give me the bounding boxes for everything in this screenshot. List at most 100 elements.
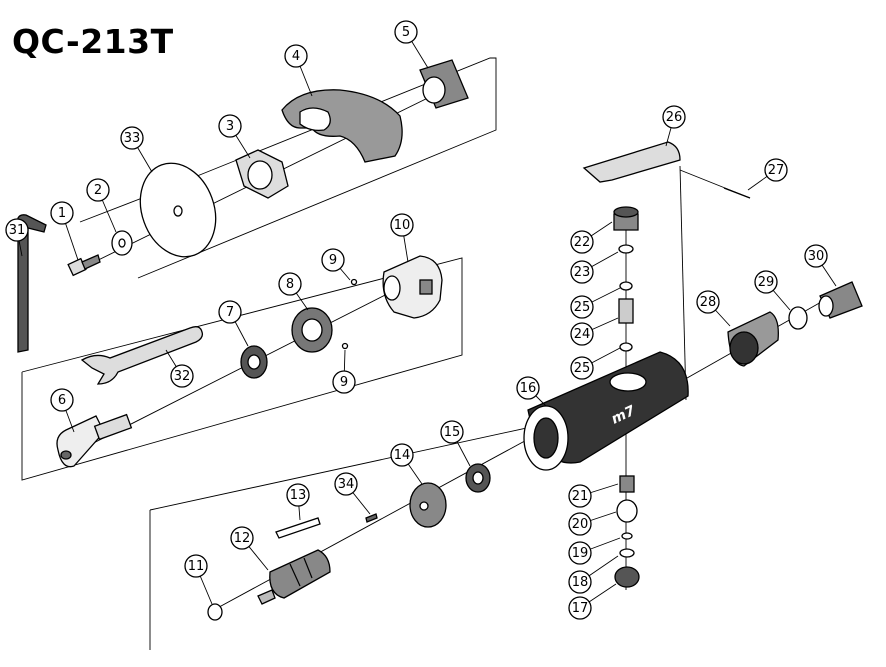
sleeve-part: [382, 255, 443, 319]
callout-20: 20: [568, 511, 617, 536]
callout-label: 9: [329, 253, 337, 268]
callout-label: 26: [666, 110, 683, 125]
callout-circle: [170, 364, 194, 388]
callout-34: 34: [334, 472, 371, 515]
callout-1: 1: [50, 201, 79, 261]
air-inlet-part: [818, 281, 863, 319]
callout-13: 13: [286, 483, 310, 521]
callout-label: 16: [520, 381, 537, 396]
callout-circle: [218, 114, 242, 138]
threaded-collar-part: [419, 59, 469, 109]
callout-8: 8: [278, 272, 309, 311]
callout-5: 5: [394, 20, 429, 69]
callout-circle: [390, 213, 414, 237]
callout-7: 7: [218, 300, 249, 347]
callout-circle: [184, 554, 208, 578]
callout-17: 17: [568, 583, 617, 620]
callout-label: 8: [286, 277, 294, 292]
callout-circle: [50, 388, 74, 412]
hex-nut-part: [235, 149, 289, 199]
callout-circle: [570, 322, 594, 346]
callout-circle: [570, 260, 594, 284]
callout-12: 12: [230, 526, 269, 571]
callout-label: 30: [808, 249, 825, 264]
callout-10: 10: [390, 213, 414, 263]
callout-31: 31: [5, 218, 29, 257]
callout-label: 12: [234, 531, 251, 546]
callout-label: 28: [700, 295, 717, 310]
lever-pin-part: [723, 187, 751, 199]
callout-15: 15: [440, 420, 471, 467]
callout-circle: [321, 248, 345, 272]
callout-23: 23: [570, 251, 619, 284]
callout-26: 26: [662, 105, 686, 147]
callout-label: 25: [574, 361, 591, 376]
callout-label: 15: [444, 425, 461, 440]
small-pin-part: [365, 513, 378, 523]
callout-33: 33: [120, 126, 153, 173]
callout-18: 18: [568, 555, 619, 594]
callout-label: 2: [94, 183, 102, 198]
rotor-part: [257, 549, 331, 605]
callout-label: 22: [574, 235, 591, 250]
callout-11: 11: [184, 554, 213, 605]
callout-label: 29: [758, 275, 775, 290]
callout-circle: [5, 218, 29, 242]
callout-circle: [284, 44, 308, 68]
callout-16: 16: [516, 376, 547, 407]
callout-label: 5: [402, 25, 410, 40]
callout-circle: [570, 230, 594, 254]
hex-key-bend: [17, 214, 47, 233]
callout-circle: [568, 570, 592, 594]
callout-28: 28: [696, 290, 731, 327]
ball-part-bottom: [341, 342, 349, 350]
callout-30: 30: [804, 244, 837, 287]
valve-stack-bottom: [614, 475, 640, 588]
panel-middle-frame: [21, 257, 463, 481]
callout-25: 25: [570, 287, 621, 319]
callout-27: 27: [747, 158, 788, 191]
bearing-housing-part: [291, 307, 333, 353]
callout-label: 21: [572, 489, 589, 504]
callout-circle: [570, 356, 594, 380]
lever-guide-line: [679, 165, 687, 401]
callout-circle: [696, 290, 720, 314]
callout-label: 27: [768, 163, 785, 178]
callout-label: 10: [394, 218, 411, 233]
callout-label: 20: [572, 517, 589, 532]
washer-hole: [118, 238, 126, 248]
callout-label: 9: [340, 375, 348, 390]
callout-circle: [120, 126, 144, 150]
callout-label: 25: [574, 300, 591, 315]
callout-22: 22: [570, 221, 613, 254]
callout-label: 18: [572, 575, 589, 590]
callout-circle: [568, 512, 592, 536]
callout-19: 19: [568, 537, 621, 565]
panel-top-frame: [79, 57, 497, 279]
callout-circle: [286, 483, 310, 507]
callout-circle: [332, 370, 356, 394]
callout-circle: [568, 596, 592, 620]
rear-bearing-part: [465, 463, 491, 493]
bushing-part: [727, 311, 779, 367]
callout-label: 23: [574, 265, 591, 280]
callout-circle: [334, 472, 358, 496]
motor-housing-part: m7: [523, 351, 689, 471]
callout-label: 24: [574, 327, 591, 342]
callout-label: 14: [394, 448, 411, 463]
callout-circle: [662, 105, 686, 129]
end-plate-part: [409, 482, 447, 528]
callout-circle: [394, 20, 418, 44]
callout-4: 4: [284, 44, 313, 97]
callout-circle: [516, 376, 540, 400]
callout-circle: [804, 244, 828, 268]
callout-circle: [570, 295, 594, 319]
callout-label: 17: [572, 601, 589, 616]
callout-25: 25: [570, 347, 621, 380]
valve-stack-top: [613, 206, 639, 352]
callout-14: 14: [390, 443, 423, 485]
cutting-disc-hole: [173, 205, 183, 217]
diagram-title: QC-213T: [12, 22, 174, 61]
callout-circle: [50, 201, 74, 225]
